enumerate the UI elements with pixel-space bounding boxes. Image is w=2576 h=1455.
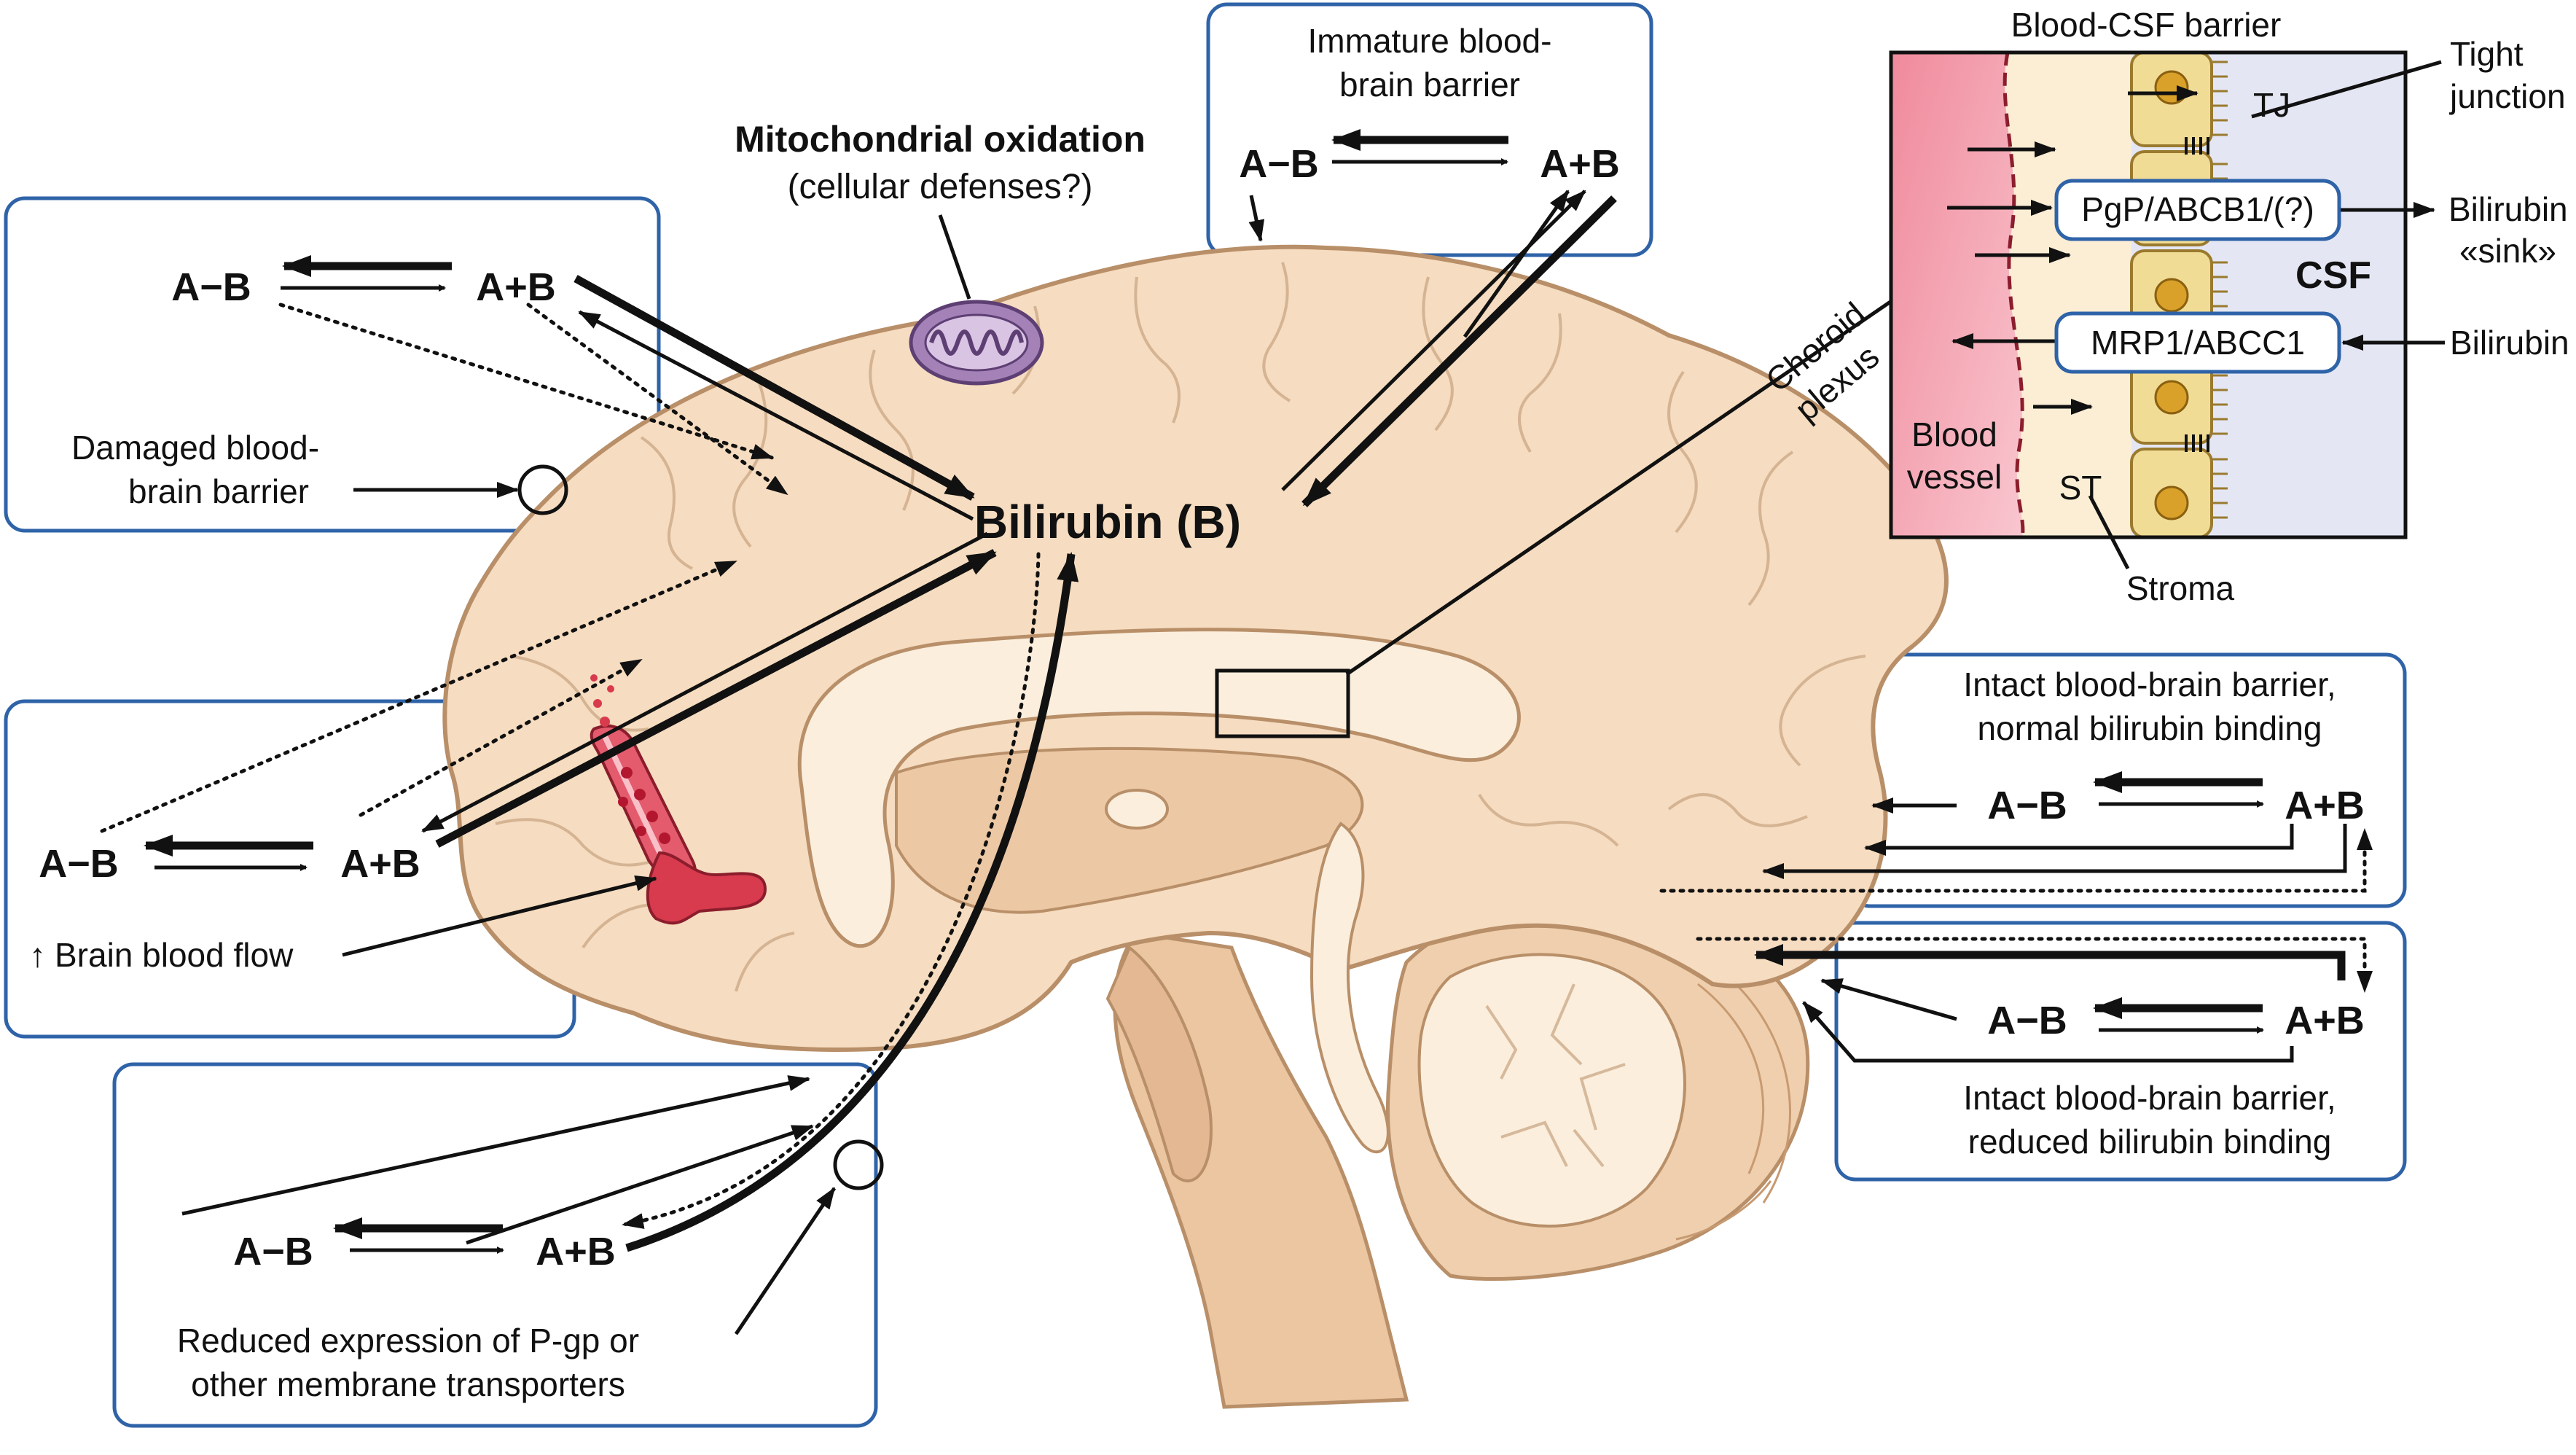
cerebellum-white-matter bbox=[1417, 953, 1686, 1228]
damaged-eq-free: A+B bbox=[476, 265, 556, 309]
pgp-transporter-label: PgP/ABCB1/(?) bbox=[2081, 190, 2314, 228]
bbb-marker-circle bbox=[517, 464, 568, 515]
pgp-eq-free: A+B bbox=[536, 1230, 616, 1273]
intact-reduced-label-1: Intact blood-brain barrier, bbox=[1963, 1079, 2336, 1117]
corpus-callosum bbox=[797, 628, 1521, 948]
blood-vessel-label-1: Blood bbox=[1911, 416, 1997, 453]
st-label: ST bbox=[2059, 469, 2102, 507]
immature-label-1: Immature blood- bbox=[1308, 22, 1552, 60]
intact-reduced-eq-free: A+B bbox=[2285, 999, 2365, 1042]
intact-normal-label-2: normal bilirubin binding bbox=[1977, 709, 2322, 747]
immature-label-2: brain barrier bbox=[1339, 66, 1520, 104]
pons-curve bbox=[1105, 945, 1213, 1182]
damaged-label-1: Damaged blood- bbox=[71, 429, 319, 467]
mitochondrial-subtitle: (cellular defenses?) bbox=[788, 168, 1093, 206]
mitochondrial-title: Mitochondrial oxidation bbox=[735, 119, 1146, 160]
bilirubin-center-label: Bilirubin (B) bbox=[974, 496, 1241, 548]
intact-reduced-eq-complex: A−B bbox=[1987, 999, 2067, 1042]
mrp1-transporter-label: MRP1/ABCC1 bbox=[2091, 324, 2305, 362]
mrp1-transporter-box bbox=[2054, 311, 2341, 374]
intact-normal-label-1: Intact blood-brain barrier, bbox=[1963, 666, 2336, 703]
intact-normal-eq-free: A+B bbox=[2285, 784, 2365, 827]
blood-vessel-icon bbox=[590, 674, 767, 925]
immature-eq-free: A+B bbox=[1540, 142, 1620, 186]
damaged-label-2: brain barrier bbox=[128, 472, 309, 510]
pgp-label-2: other membrane transporters bbox=[191, 1365, 625, 1403]
transporter-marker-circle bbox=[833, 1139, 884, 1190]
sink-label-1: Bilirubin bbox=[2448, 190, 2568, 228]
tight-junction-label-1: Tight bbox=[2450, 35, 2524, 73]
immature-eq-complex: A−B bbox=[1239, 142, 1319, 186]
intact-reduced-label-2: reduced bilirubin binding bbox=[1968, 1123, 2332, 1161]
thalamus bbox=[895, 746, 1364, 914]
flow-eq-complex: A−B bbox=[39, 842, 119, 886]
damaged-eq-complex: A−B bbox=[171, 265, 251, 309]
intact-normal-eq-complex: A−B bbox=[1987, 784, 2067, 827]
blood-csf-barrier-inset bbox=[1889, 50, 2445, 570]
damaged-bbb-box bbox=[4, 196, 661, 533]
pgp-transporter-box bbox=[2054, 179, 2341, 241]
ventricle-channel bbox=[1309, 822, 1390, 1154]
inset-blood-vessel-region bbox=[1891, 52, 2023, 537]
cerebellum-cortex-band bbox=[1675, 968, 1791, 1241]
csf-label: CSF bbox=[2295, 254, 2371, 297]
flow-up-arrow-icon: ↑ bbox=[29, 936, 46, 974]
interthalamic-adhesion bbox=[1105, 789, 1169, 830]
tj-label: TJ bbox=[2253, 86, 2290, 124]
cortex-gyri bbox=[495, 262, 1866, 992]
mitochondrion-icon bbox=[909, 300, 1044, 386]
stroma-label: Stroma bbox=[2126, 569, 2235, 607]
blood-vessel-label-2: vessel bbox=[1907, 458, 2002, 496]
pgp-box bbox=[112, 1062, 878, 1428]
brain-sagittal-section bbox=[442, 244, 1949, 1409]
pgp-label-1: Reduced expression of P-gp or bbox=[177, 1322, 639, 1360]
choroid-plexus-marker bbox=[1215, 668, 1350, 738]
sink-label-2: «sink» bbox=[2459, 232, 2556, 270]
tight-junction-label-2: junction bbox=[2448, 77, 2566, 115]
inset-stroma-region bbox=[2005, 52, 2131, 537]
pgp-eq-complex: A−B bbox=[233, 1230, 313, 1273]
tight-junction-marks bbox=[2185, 137, 2209, 452]
flow-label: Brain blood flow bbox=[55, 936, 294, 974]
flow-eq-free: A+B bbox=[340, 842, 420, 886]
intact-reduced-box bbox=[1834, 921, 2407, 1182]
bilirubin-inset-label: Bilirubin bbox=[2450, 324, 2569, 362]
inset-title: Blood-CSF barrier bbox=[2011, 6, 2282, 44]
